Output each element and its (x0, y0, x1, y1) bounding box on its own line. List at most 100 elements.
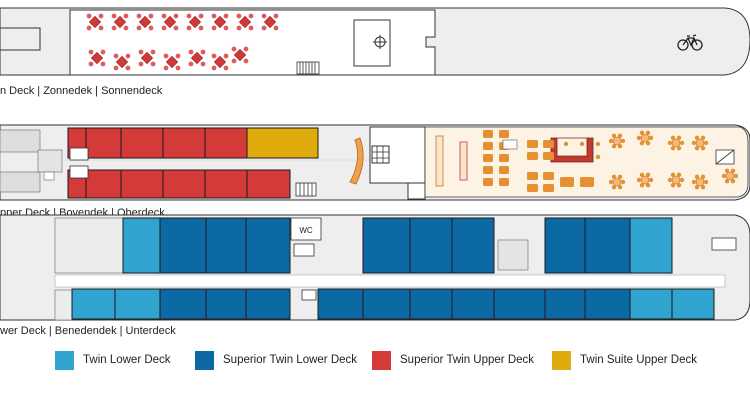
table (483, 130, 493, 138)
cabin (85, 169, 122, 199)
cabin (162, 127, 206, 159)
legend-swatch (55, 350, 74, 370)
table-chairs-icon (113, 53, 131, 71)
cabin (122, 217, 161, 274)
lower-deck: WC wer Deck | Benedendek | Unterdeck (0, 214, 750, 337)
table-chairs-group (86, 13, 279, 71)
table-chairs-icon (211, 13, 229, 31)
wc: WC (290, 217, 322, 241)
legend-swatch (552, 350, 571, 370)
cabin (245, 288, 291, 320)
table (499, 130, 509, 138)
cabin (451, 217, 495, 274)
stool (563, 141, 569, 147)
table (499, 178, 509, 186)
table-chairs-icon (161, 13, 179, 31)
legend-swatch (195, 350, 214, 370)
table-chairs-icon (721, 168, 739, 184)
cabin (584, 288, 631, 320)
cabin (629, 217, 673, 274)
cabin (671, 288, 715, 320)
lower-corridor (54, 274, 726, 288)
legend-item-twin-lower: Twin Lower Deck (55, 348, 171, 372)
table (499, 154, 509, 162)
legend-item-twin-suite-upper: Twin Suite Upper Deck (552, 348, 697, 372)
stern-service-area (0, 129, 63, 193)
table (560, 177, 574, 187)
cabin (409, 288, 453, 320)
table-chairs-icon (138, 49, 156, 67)
table (483, 154, 493, 162)
upper-deck: pper Deck | Bovendek | Oberdeck (0, 124, 750, 219)
table (543, 184, 554, 192)
bicycle-icon (677, 34, 703, 51)
cabin (71, 288, 116, 320)
legend-label: Superior Twin Upper Deck (400, 354, 535, 366)
cabin (362, 288, 411, 320)
cabin (159, 288, 207, 320)
table (527, 184, 538, 192)
legend-label: Twin Suite Upper Deck (580, 354, 697, 366)
table-chairs-icon (667, 172, 685, 188)
lower-deck-label: wer Deck | Benedendek | Unterdeck (0, 325, 176, 337)
cabin (245, 217, 291, 274)
lounge-seating (483, 130, 739, 192)
table (527, 152, 538, 160)
lift-icon (371, 145, 390, 164)
cabin (584, 217, 631, 274)
cabin (114, 288, 161, 320)
cabin (204, 127, 248, 159)
table (543, 172, 554, 180)
stool (595, 141, 601, 147)
sun-deck: n Deck | Zonnedek | Sonnendeck (0, 7, 750, 97)
cabin (409, 217, 453, 274)
lower-stern-rooms (54, 217, 124, 321)
cabin (246, 127, 319, 159)
table-chairs-icon (691, 135, 709, 151)
table (580, 177, 594, 187)
table-chairs-icon (608, 174, 626, 190)
table-chairs-icon (211, 53, 229, 71)
legend-swatch (372, 350, 391, 370)
table-chairs-icon (136, 13, 154, 31)
legend: Twin Lower Deck Superior Twin Lower Deck… (0, 348, 750, 374)
table-chairs-icon (608, 133, 626, 149)
lower-stairs (293, 237, 737, 301)
table (527, 140, 538, 148)
table (499, 166, 509, 174)
table (543, 152, 554, 160)
table-chairs-icon (111, 13, 129, 31)
table-chairs-icon (186, 13, 204, 31)
lower-cabins (71, 217, 715, 320)
cabin (317, 288, 364, 320)
stairs (502, 139, 518, 150)
table-chairs-icon (691, 174, 709, 190)
steering-wheel-icon (373, 35, 387, 49)
table-chairs-icon (236, 13, 254, 31)
table-chairs-icon (88, 49, 106, 67)
cabin (451, 288, 495, 320)
table (483, 178, 493, 186)
reception (349, 137, 364, 185)
cabin (205, 217, 247, 274)
cabin (205, 288, 247, 320)
lounge-bar-counters (435, 135, 468, 187)
table-chairs-icon (636, 172, 654, 188)
stairs (296, 61, 320, 75)
wc-label: WC (299, 226, 313, 235)
cabin (362, 217, 411, 274)
table (483, 142, 493, 150)
sun-deck-label: n Deck | Zonnedek | Sonnendeck (0, 85, 163, 97)
table-chairs-icon (667, 135, 685, 151)
cabin (493, 288, 546, 320)
stool (595, 154, 601, 160)
wheelhouse (353, 19, 391, 67)
upper-stairs-left (69, 147, 89, 179)
cabin (629, 288, 673, 320)
bow-stairs (715, 149, 735, 165)
cabin (544, 288, 586, 320)
upper-cabins (67, 127, 319, 199)
upper-stairs-right (295, 182, 317, 197)
cabin (120, 169, 164, 199)
